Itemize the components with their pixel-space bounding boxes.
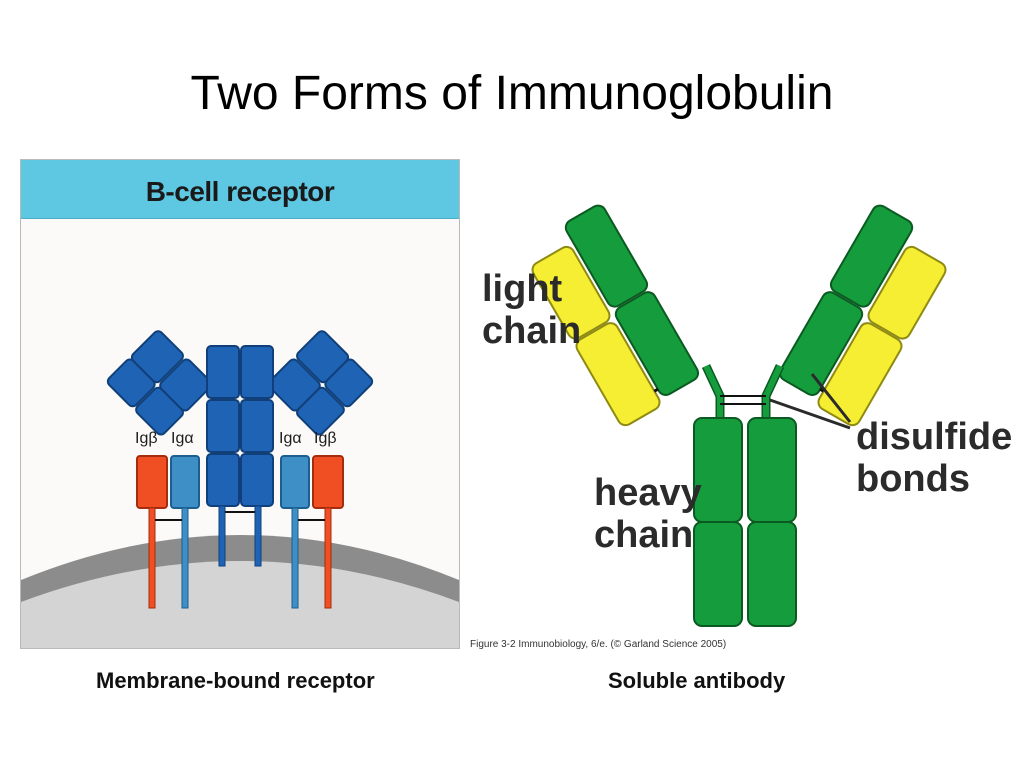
antibody-fc bbox=[693, 417, 797, 627]
soluble-antibody-diagram bbox=[531, 204, 947, 627]
ig-beta-left bbox=[136, 455, 168, 609]
cell-interior bbox=[21, 561, 459, 648]
light-chain-line1: light bbox=[482, 268, 563, 310]
ig-beta-right bbox=[312, 455, 344, 609]
ig-alpha-right bbox=[280, 455, 310, 609]
slide-title: Two Forms of Immunoglobulin bbox=[190, 67, 834, 120]
bcr-right-arm bbox=[267, 330, 374, 436]
antibody-left-arm bbox=[531, 204, 700, 427]
light-chain-line2: chain bbox=[482, 310, 582, 352]
banner: B-cell receptor bbox=[21, 160, 459, 219]
disulfide-line1: disulfide bbox=[856, 416, 1013, 458]
light-chain-label: light chain bbox=[482, 268, 581, 352]
disulfide-pointer-2 bbox=[810, 373, 852, 423]
heavy-chain-label: heavy chain bbox=[594, 472, 702, 556]
figure-credit: Figure 3-2 Immunobiology, 6/e. (© Garlan… bbox=[470, 639, 727, 650]
soluble-antibody-panel: light chain heavy chain disulfide bonds … bbox=[470, 160, 1012, 656]
bcr-fc-stem bbox=[206, 345, 274, 567]
membrane-caption: Membrane-bound receptor bbox=[96, 668, 375, 693]
b-cell-receptor-panel: B-cell receptor Igβ Igα Igα Igβ bbox=[20, 159, 460, 649]
ig-beta-label-right: Igβ bbox=[314, 430, 337, 447]
antibody-right-arm bbox=[778, 204, 947, 427]
disulfide-bonds-label: disulfide bonds bbox=[856, 416, 1012, 500]
ig-alpha-left bbox=[170, 455, 200, 609]
heavy-chain-line2: chain bbox=[594, 514, 694, 556]
disulfide-pointer-1 bbox=[769, 398, 851, 430]
disulfide-line2: bonds bbox=[856, 458, 970, 500]
b-cell-receptor-diagram bbox=[21, 330, 459, 648]
soluble-caption: Soluble antibody bbox=[608, 668, 786, 693]
heavy-chain-line1: heavy bbox=[594, 472, 702, 514]
ig-beta-label-left: Igβ bbox=[135, 430, 158, 447]
ig-alpha-label-left: Igα bbox=[171, 430, 194, 447]
bcr-left-arm bbox=[106, 330, 213, 436]
banner-title: B-cell receptor bbox=[145, 176, 335, 207]
ig-alpha-label-right: Igα bbox=[279, 430, 302, 447]
